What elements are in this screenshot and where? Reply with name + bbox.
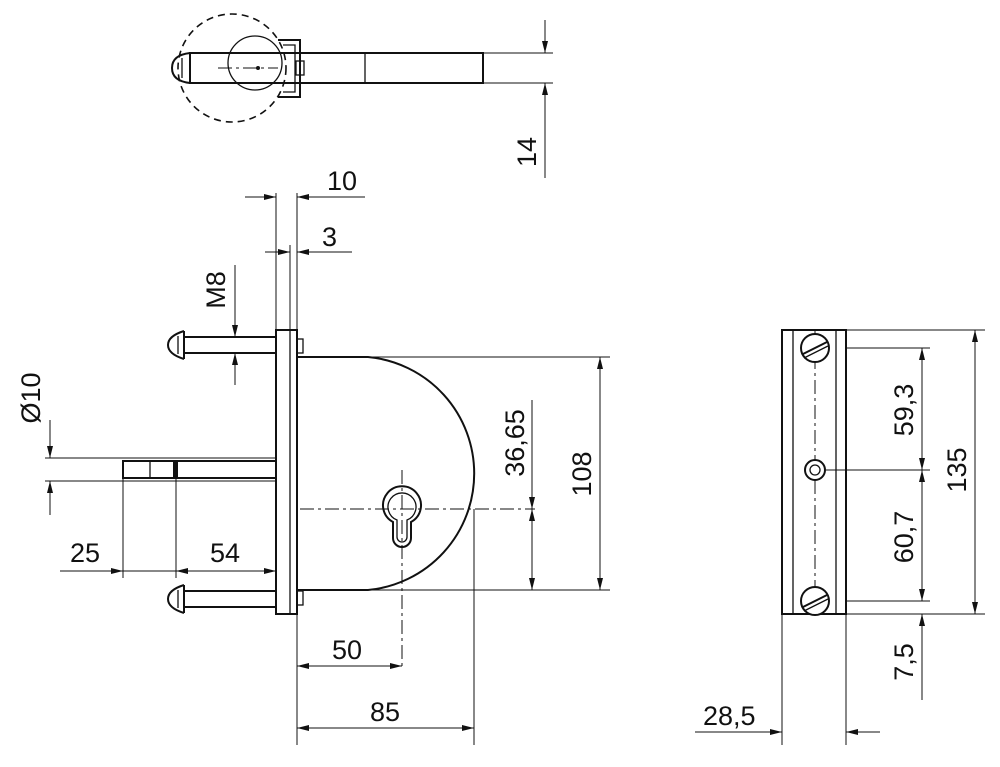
dim-108: 108	[567, 451, 597, 496]
dim-54: 54	[210, 538, 240, 568]
dim-14: 14	[512, 137, 542, 167]
handle-knob-top	[170, 52, 191, 84]
keyhole	[382, 485, 422, 548]
dim-36-65: 36,65	[500, 409, 530, 477]
upper-fixing-bolt	[166, 330, 277, 360]
spindle-boss-circle	[227, 35, 283, 91]
front-view: 10 3 M8	[16, 166, 610, 745]
dim-135: 135	[942, 447, 972, 492]
handle-rotation-circle	[177, 13, 287, 123]
lower-fixing-bolt	[166, 584, 277, 614]
dim-28-5: 28,5	[703, 701, 756, 731]
rosette-bracket	[278, 39, 301, 98]
top-view: 14	[170, 13, 553, 178]
dim-10: 10	[327, 166, 357, 196]
dim-phi10: Ø10	[16, 372, 46, 423]
spindle-hole	[804, 459, 826, 481]
dim-50: 50	[332, 635, 362, 665]
spindle-bar	[189, 52, 484, 84]
lower-screw	[800, 586, 830, 616]
side-view: 59,3 60,7 7,5 135 28,5	[695, 329, 985, 745]
dim-59-3: 59,3	[889, 384, 919, 437]
dim-7-5: 7,5	[889, 643, 919, 681]
dim-25: 25	[70, 538, 100, 568]
dim-3: 3	[322, 222, 337, 252]
face-plate	[275, 329, 298, 615]
dim-85: 85	[370, 697, 400, 727]
lock-body	[297, 356, 476, 591]
dim-m8: M8	[201, 271, 231, 309]
dim-60-7: 60,7	[889, 511, 919, 564]
upper-screw	[800, 333, 830, 363]
spindle	[45, 457, 277, 482]
